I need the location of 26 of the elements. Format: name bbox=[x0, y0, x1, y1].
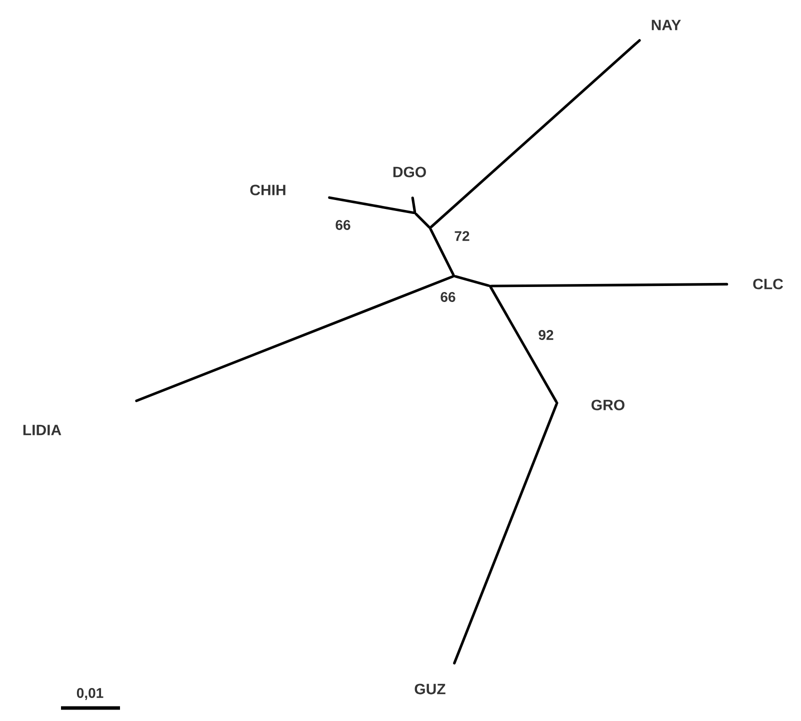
branch-line bbox=[490, 282, 728, 288]
bootstrap-value: 66 bbox=[336, 220, 350, 230]
taxon-label: CHIH bbox=[250, 184, 286, 196]
branch-point bbox=[428, 226, 432, 230]
branch-line bbox=[429, 228, 455, 276]
branch-point bbox=[488, 284, 492, 288]
branch-line bbox=[328, 196, 415, 214]
taxon-label: DGO bbox=[393, 166, 426, 178]
branch-line bbox=[453, 403, 558, 664]
scale-label: 0,01 bbox=[76, 688, 104, 700]
branch-line bbox=[454, 275, 490, 287]
bootstrap-value: 72 bbox=[454, 231, 470, 241]
taxon-label: CLC bbox=[753, 278, 783, 290]
taxon-label: NAY bbox=[652, 20, 681, 30]
taxon-label: GRO bbox=[592, 400, 624, 410]
branch-line bbox=[411, 196, 416, 213]
branch-point bbox=[414, 212, 416, 214]
bootstrap-value: 92 bbox=[538, 330, 554, 340]
branch-line bbox=[135, 275, 454, 402]
bootstrap-value: 66 bbox=[440, 292, 456, 302]
branch-line bbox=[489, 286, 558, 403]
branch-line bbox=[414, 212, 430, 228]
branch-line bbox=[430, 39, 641, 228]
taxon-label: GUZ bbox=[414, 684, 446, 694]
branch-point bbox=[452, 274, 456, 278]
taxon-label: LIDIA bbox=[23, 424, 62, 436]
